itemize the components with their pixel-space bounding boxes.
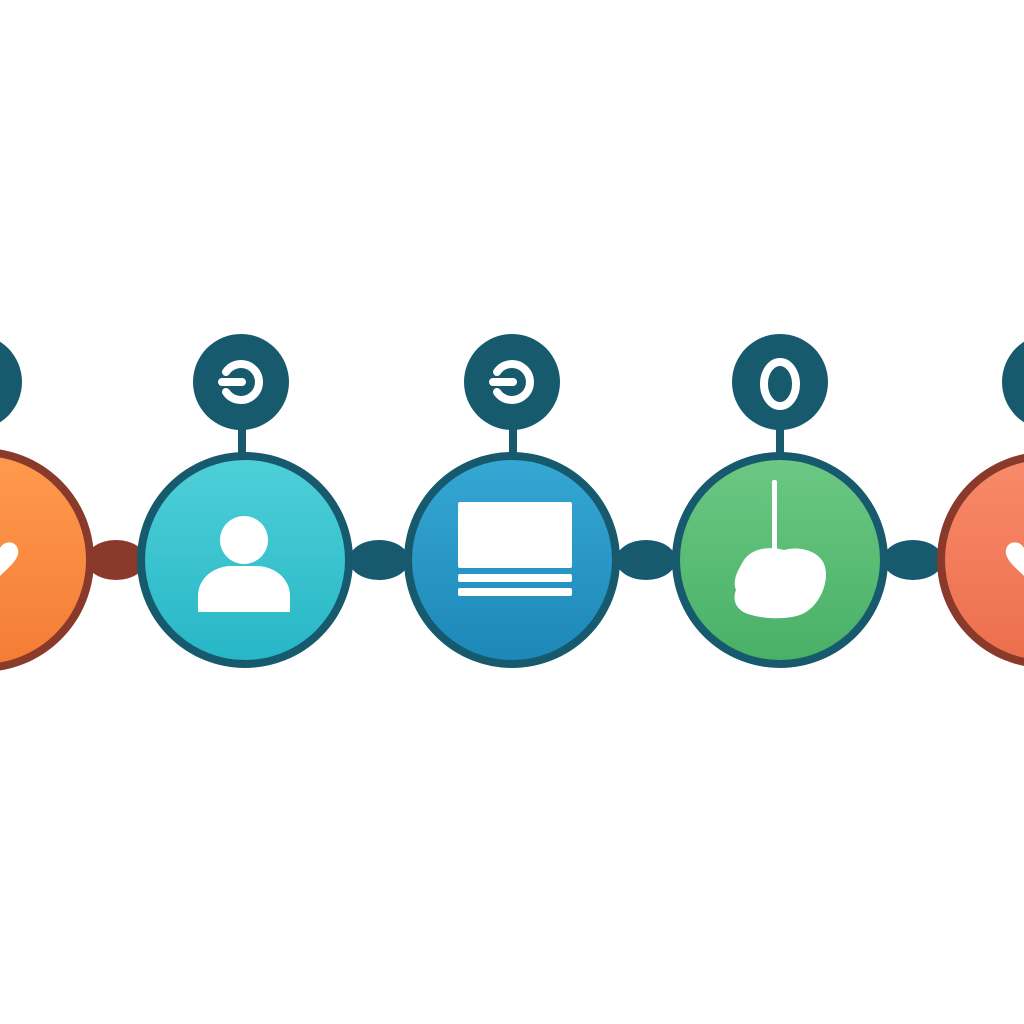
step-1-marker [0,341,22,423]
step-5-node [937,454,1024,666]
heart-icon [1005,542,1024,576]
heart-icon [0,542,19,576]
cursor-hand-icon [734,480,826,619]
connector-4-5 [883,540,943,580]
step-3 [404,334,620,668]
marker-stems [238,420,784,460]
connector-2-3 [349,540,409,580]
step-2 [137,334,353,668]
connectors [86,540,943,580]
step-4-marker-glyph [760,358,800,410]
step-5-partial [937,341,1024,666]
step-3-marker-glyph [489,360,534,404]
step-5-marker [1002,341,1024,423]
step-1-node [0,449,94,671]
user-icon [198,516,290,612]
monitor-icon [458,502,572,596]
step-2-marker-glyph [218,360,263,404]
step-4 [672,334,888,668]
stem-2 [238,420,246,460]
step-1-partial [0,341,94,671]
connector-1-2 [86,540,146,580]
step-4-marker [732,334,828,430]
stem-4 [776,420,784,460]
connector-3-4 [616,540,676,580]
stem-3 [509,420,517,460]
